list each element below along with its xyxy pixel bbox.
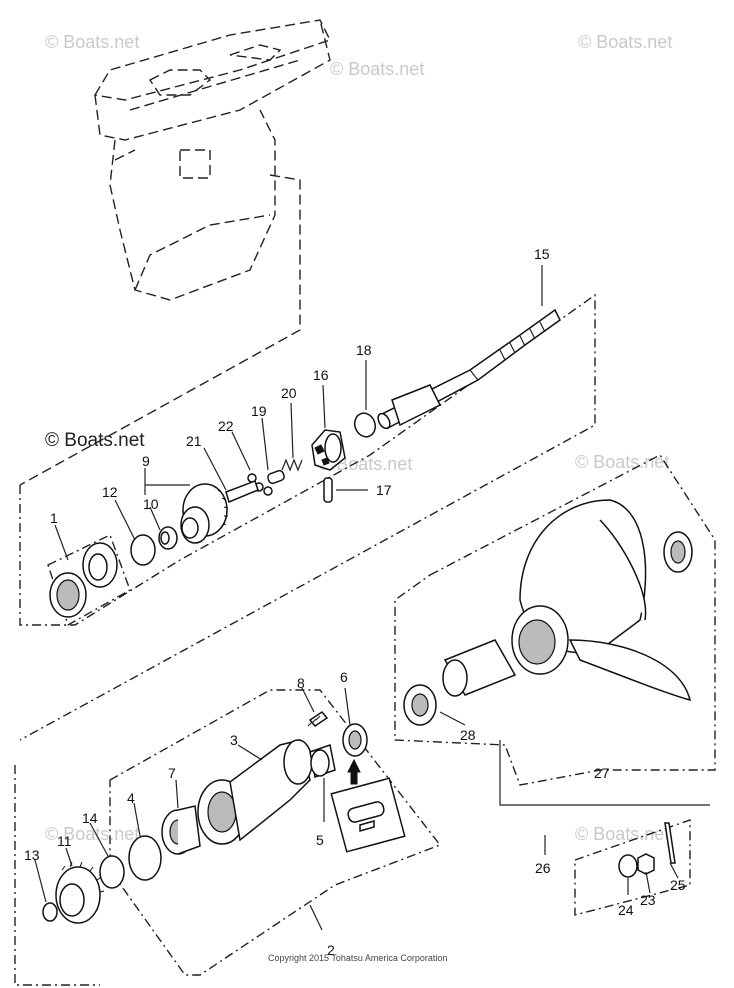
watermark-mid-dark: © Boats.net [45, 430, 145, 451]
leader-lines [34, 265, 710, 931]
watermark-top-right: © Boats.net [578, 32, 672, 52]
label-15: 15 [534, 246, 550, 262]
label-2: 2 [327, 942, 335, 958]
shim-12 [130, 534, 156, 566]
needle-bearing-5 [309, 744, 336, 778]
label-26: 26 [535, 860, 551, 876]
part-number-labels: 1 2 3 4 5 6 7 8 9 10 11 12 13 14 15 16 1… [24, 246, 686, 958]
bolt [307, 711, 329, 727]
label-28: 28 [460, 727, 476, 743]
dog-clutch [311, 429, 346, 471]
label-1: 1 [50, 510, 58, 526]
oil-seal [342, 723, 368, 757]
label-12: 12 [102, 484, 118, 500]
copyright-text: Copyright 2015 Tohatsu America Corporati… [268, 953, 447, 963]
label-3: 3 [230, 732, 238, 748]
watermark-lower-left: © Boats.net [45, 824, 139, 844]
gear-case-housing [19, 19, 331, 486]
prop-bushing [403, 639, 517, 726]
label-4: 4 [127, 790, 135, 806]
label-5: 5 [316, 832, 324, 848]
washer-14 [99, 855, 125, 889]
label-10: 10 [143, 496, 159, 512]
prop-nut-set [574, 819, 691, 916]
label-24: 24 [618, 902, 634, 918]
propeller [394, 454, 716, 786]
shift-plunger-set [225, 458, 303, 504]
thrust-washer [663, 531, 693, 573]
taper-roller-bearing [47, 534, 131, 627]
propeller-shaft [377, 308, 561, 430]
install-detail-inset [330, 758, 406, 853]
cross-pin [323, 477, 368, 503]
label-23: 23 [640, 892, 656, 908]
label-18: 18 [356, 342, 372, 358]
forward-gear [180, 483, 229, 544]
shim-13 [42, 902, 58, 922]
spring-ring [353, 412, 377, 438]
reverse-gear [55, 861, 105, 924]
label-14: 14 [82, 810, 98, 826]
label-17: 17 [376, 482, 392, 498]
label-7: 7 [168, 765, 176, 781]
label-20: 20 [281, 385, 297, 401]
ball-bearing [161, 805, 201, 855]
label-25: 25 [670, 877, 686, 893]
label-22: 22 [218, 418, 234, 434]
watermark-lower-right: © Boats.net [575, 824, 669, 844]
label-27: 27 [594, 765, 610, 781]
label-11: 11 [57, 833, 72, 849]
lower-group-outline [109, 689, 442, 976]
label-19: 19 [251, 403, 267, 419]
needle-bearing-10 [158, 526, 178, 550]
label-6: 6 [340, 669, 348, 685]
shim-4 [128, 835, 162, 881]
upper-group-outline [19, 293, 596, 741]
label-9: 9 [142, 453, 150, 469]
label-8: 8 [297, 675, 305, 691]
watermark-top-left: © Boats.net [45, 32, 139, 52]
label-13: 13 [24, 847, 40, 863]
label-16: 16 [313, 367, 329, 383]
bearing-housing [197, 739, 313, 845]
label-21: 21 [186, 433, 202, 449]
watermark-top-center: © Boats.net [330, 59, 424, 79]
watermark-mid-right: © Boats.net [575, 452, 669, 472]
